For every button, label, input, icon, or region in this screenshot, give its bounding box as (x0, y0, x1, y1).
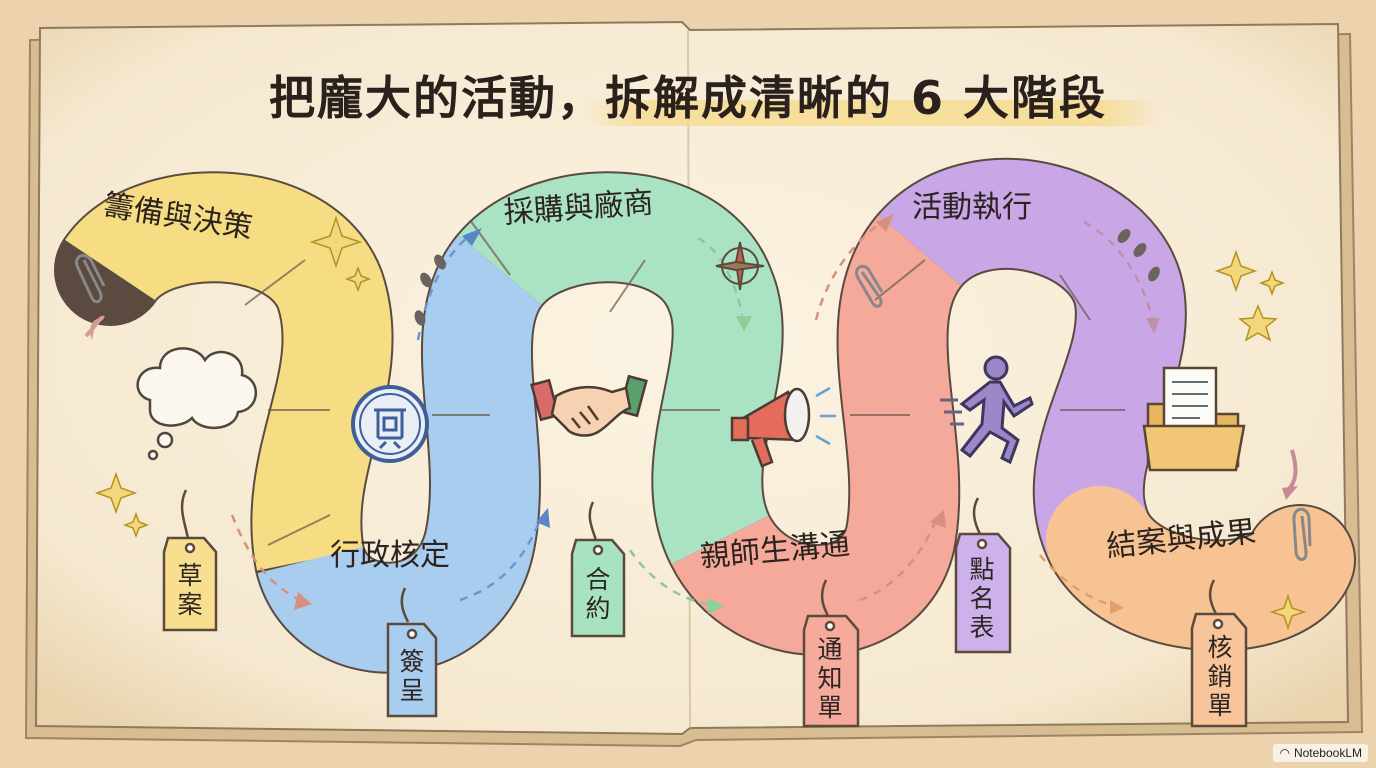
tag-text-6: 核銷單 (1204, 634, 1233, 721)
tag-4 (802, 579, 860, 728)
road-segment-4 (671, 214, 964, 654)
road-segment-1 (65, 173, 392, 571)
road-segment-3 (458, 173, 782, 565)
handshake-icon (530, 374, 648, 437)
tag-2 (386, 587, 438, 718)
tag-text-3: 合約 (582, 566, 611, 624)
tag-1 (162, 489, 218, 632)
runner-icon (940, 355, 1034, 465)
paperclip-icon (75, 253, 1312, 561)
sparkle-icon (94, 215, 1307, 631)
road-segment-6 (1046, 486, 1354, 650)
title-highlight (582, 100, 1162, 126)
brand-label: NotebookLM (1293, 746, 1362, 760)
road-segment-2 (257, 235, 544, 672)
phase-label-5: 活動執行 (912, 190, 1032, 225)
compass-icon (715, 241, 765, 291)
tag-text-2: 簽呈 (396, 648, 425, 706)
tag-5 (954, 497, 1012, 654)
tag-6 (1190, 579, 1248, 728)
notebooklm-logo-icon: ◠ (1279, 746, 1290, 760)
phase-label-2: 行政核定 (330, 538, 450, 573)
tag-text-4: 通知單 (814, 636, 843, 723)
road-segments (65, 160, 1354, 672)
megaphone-icon (730, 386, 836, 468)
tag-text-5: 點名表 (966, 556, 995, 643)
road-dividers (244, 219, 1125, 546)
tag-3 (570, 501, 626, 638)
dashed-arrows (230, 220, 1154, 608)
notebooklm-badge: ◠NotebookLM (1273, 744, 1368, 762)
stamp-icon (351, 385, 429, 463)
road-segment-5 (879, 160, 1185, 565)
tag-text-1: 草案 (174, 562, 203, 620)
page-title: 把龐大的活動，拆解成清晰的 6 大階段 (268, 71, 1108, 125)
arrow-heads (84, 214, 1298, 614)
tags (162, 489, 1248, 728)
footprints (414, 229, 1160, 326)
cloud-icon (136, 347, 258, 461)
folder-icon (1142, 366, 1246, 472)
